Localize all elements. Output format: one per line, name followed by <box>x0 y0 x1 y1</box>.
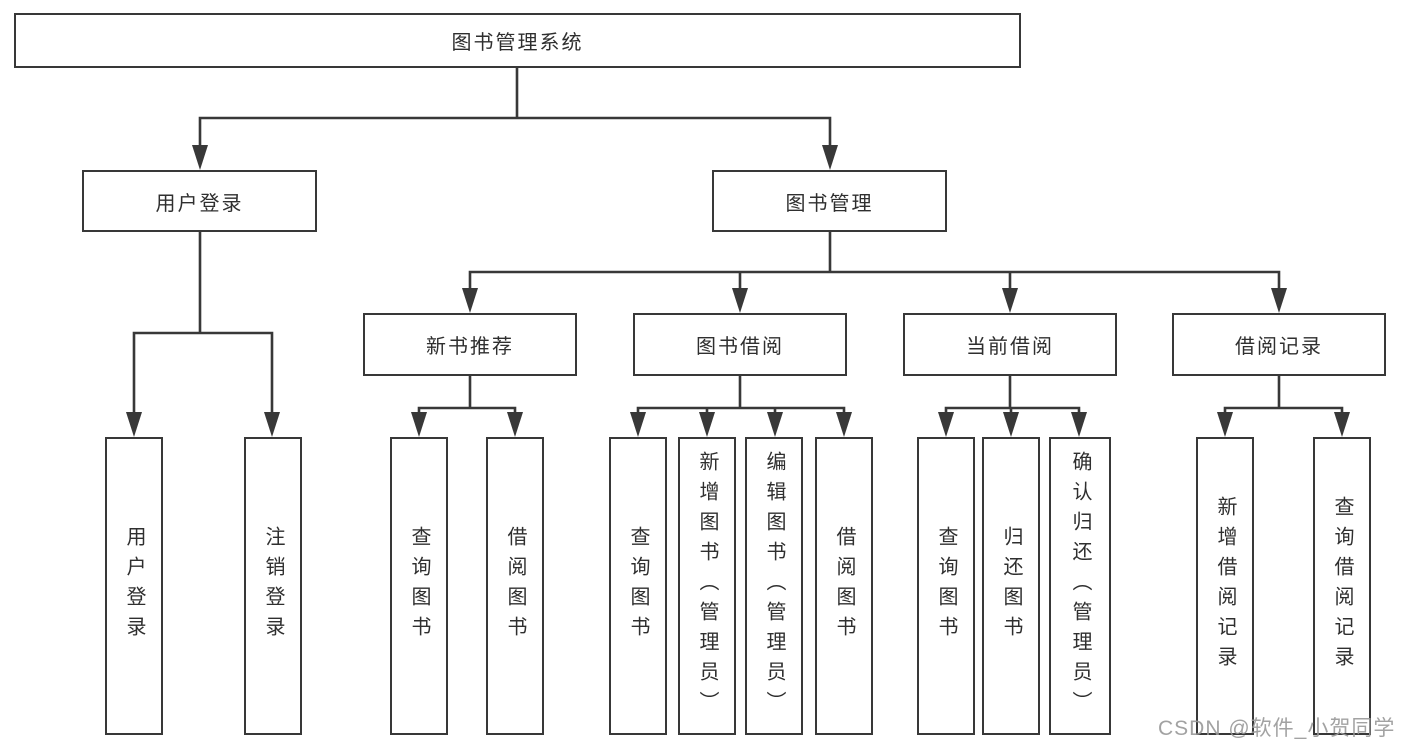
leaf-query-books-borrowing: 查询图书 <box>609 437 667 735</box>
leaf-confirm-return-admin: 确认归还（管理员） <box>1049 437 1111 735</box>
node-new-book-recommendation: 新书推荐 <box>363 313 577 376</box>
node-user-login: 用户登录 <box>82 170 317 232</box>
leaf-user-login: 用户登录 <box>105 437 163 735</box>
node-borrowing-records: 借阅记录 <box>1172 313 1386 376</box>
leaf-return-books: 归还图书 <box>982 437 1040 735</box>
node-book-borrowing: 图书借阅 <box>633 313 847 376</box>
leaf-edit-book-admin: 编辑图书（管理员） <box>745 437 803 735</box>
csdn-watermark: CSDN @软件_小贺同学 <box>1158 717 1396 740</box>
leaf-add-borrow-record: 新增借阅记录 <box>1196 437 1254 735</box>
leaf-query-books-recommend: 查询图书 <box>390 437 448 735</box>
node-current-borrowing: 当前借阅 <box>903 313 1117 376</box>
leaf-logout: 注销登录 <box>244 437 302 735</box>
node-book-management: 图书管理 <box>712 170 947 232</box>
leaf-add-book-admin: 新增图书（管理员） <box>678 437 736 735</box>
leaf-query-borrow-record: 查询借阅记录 <box>1313 437 1371 735</box>
arrowheads <box>126 145 1350 437</box>
leaf-query-books-current: 查询图书 <box>917 437 975 735</box>
node-root: 图书管理系统 <box>14 13 1021 68</box>
leaf-borrow-books-recommend: 借阅图书 <box>486 437 544 735</box>
leaf-borrow-books-borrowing: 借阅图书 <box>815 437 873 735</box>
